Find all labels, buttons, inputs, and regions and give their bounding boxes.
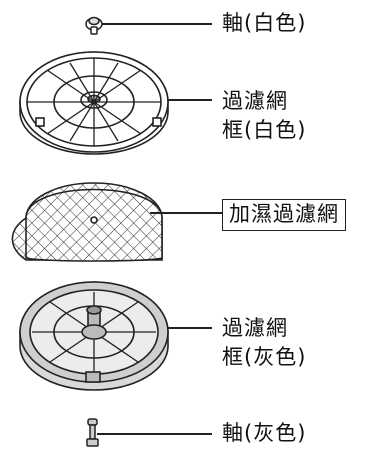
shaft-white-part xyxy=(85,16,212,35)
humidifying-filter-part xyxy=(11,182,222,262)
filter-frame-white-part xyxy=(19,51,212,155)
label-filter-frame-gray-line2: 框(灰色) xyxy=(222,345,307,369)
label-filter-frame-white-line2: 框(白色) xyxy=(222,118,307,142)
label-shaft-gray: 軸(灰色) xyxy=(222,421,307,445)
label-filter-frame-white-line1: 過濾網 xyxy=(222,89,288,113)
filter-frame-gray-part xyxy=(19,281,212,391)
label-shaft-white: 軸(白色) xyxy=(222,11,307,35)
label-filter-frame-gray-line1: 過濾網 xyxy=(222,316,288,340)
label-humidifying-filter: 加濕過濾網 xyxy=(222,199,346,231)
shaft-gray-part xyxy=(86,418,212,447)
